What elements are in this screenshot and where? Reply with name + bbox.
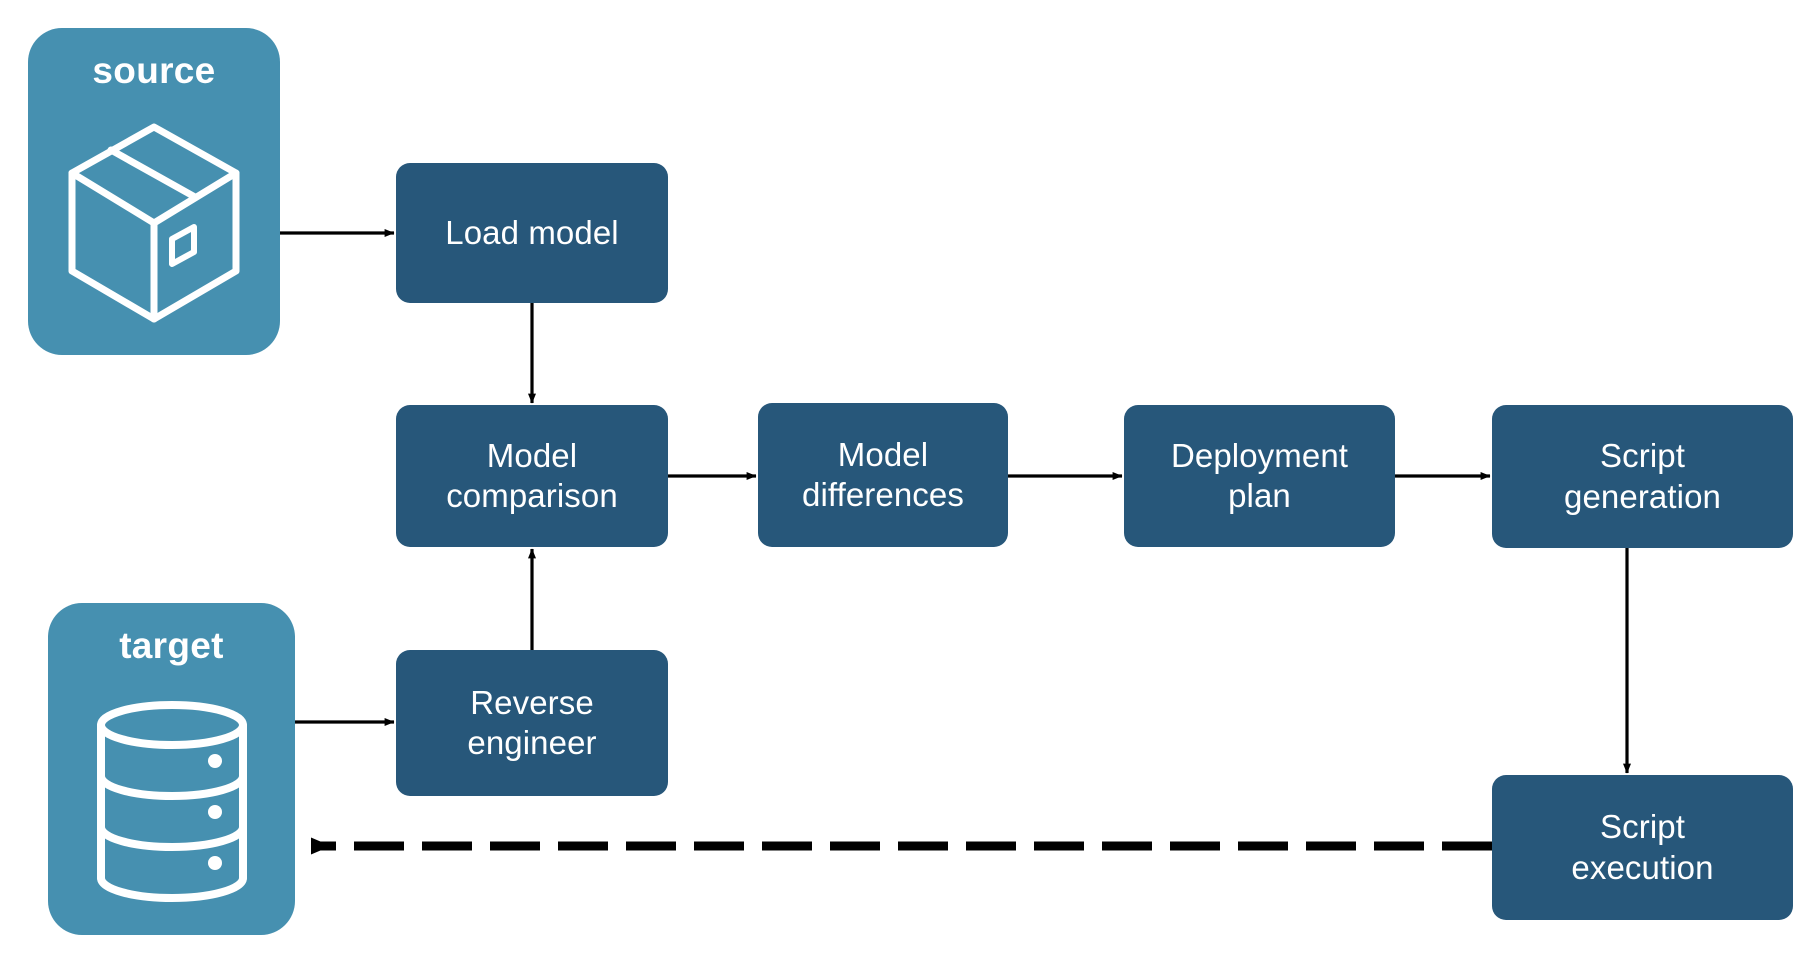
node-source[interactable]: source [28,28,280,355]
node-target[interactable]: target [48,603,295,935]
package-box-icon [28,92,280,355]
node-source-label: source [92,50,216,91]
node-target-label: target [119,625,224,666]
node-load-model-label: Load model [445,213,619,251]
node-load-model[interactable]: Load model [396,163,668,303]
database-cylinder-icon [48,667,295,935]
